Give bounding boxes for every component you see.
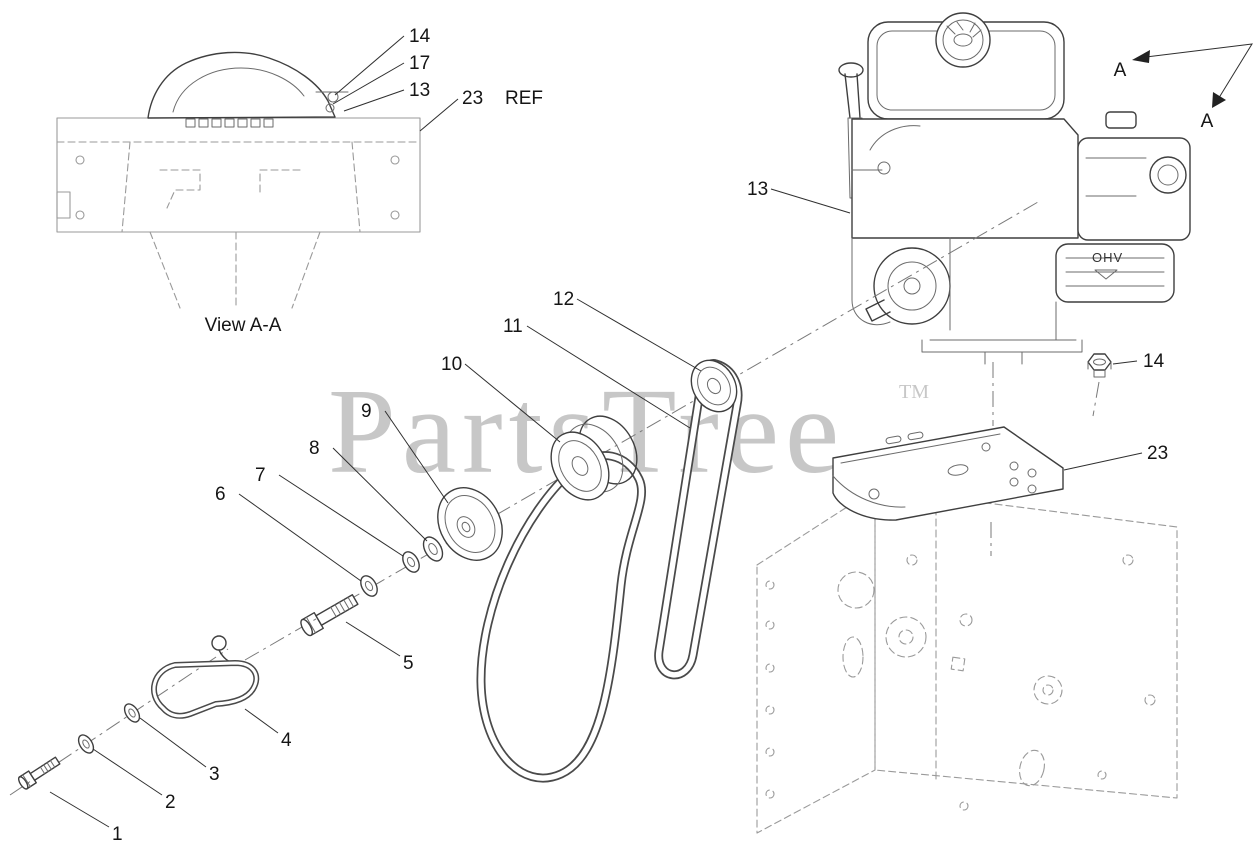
section-arrows: A A <box>1114 43 1253 132</box>
callout-13-cover: 13 <box>343 80 430 112</box>
callout-17: 17 <box>332 53 430 105</box>
svg-text:23: 23 <box>1147 443 1168 464</box>
svg-text:14: 14 <box>409 26 431 47</box>
crankshaft-stub <box>865 299 891 322</box>
washer-3 <box>123 703 141 723</box>
callout-13-engine: 13 <box>747 179 851 214</box>
svg-text:12: 12 <box>553 289 574 310</box>
svg-text:17: 17 <box>409 53 430 74</box>
svg-text:4: 4 <box>281 730 292 751</box>
svg-text:9: 9 <box>361 401 372 422</box>
callout-10: 10 <box>441 354 561 443</box>
dipstick <box>838 62 864 199</box>
callout-4: 4 <box>244 708 292 751</box>
cover-screw-bottom <box>325 103 335 113</box>
callout-5: 5 <box>345 621 414 674</box>
washer-7 <box>402 551 420 573</box>
auger-belt <box>476 451 647 783</box>
shroud-outline <box>56 117 421 309</box>
callout-14-nut: 14 <box>1112 351 1165 372</box>
callout-14-cover: 14 <box>334 26 431 96</box>
callout-6: 6 <box>215 484 362 582</box>
svg-text:13: 13 <box>409 80 430 101</box>
washer-8 <box>422 536 444 562</box>
engine-pulley-10 <box>550 415 638 501</box>
view-aa-label: View A-A <box>205 315 282 336</box>
bolt-1 <box>17 756 61 790</box>
engine-plate <box>832 426 1064 521</box>
callout-8: 8 <box>309 438 428 542</box>
section-label-a-bottom: A <box>1201 111 1214 132</box>
idler-pulley-9 <box>437 487 503 561</box>
brake-pulley-12 <box>690 359 738 413</box>
engine-assembly: OHV <box>838 12 1191 365</box>
svg-text:2: 2 <box>165 792 176 813</box>
decal-arrow-icon <box>1094 269 1118 280</box>
svg-text:13: 13 <box>747 179 768 200</box>
crankcase <box>851 237 951 326</box>
svg-text:14: 14 <box>1143 351 1165 372</box>
engine-studs <box>984 351 1023 365</box>
svg-text:1: 1 <box>112 824 123 845</box>
svg-text:7: 7 <box>255 465 266 486</box>
callout-1: 1 <box>49 791 123 845</box>
svg-text:3: 3 <box>209 764 220 785</box>
belt-guide <box>151 635 260 719</box>
callout-9: 9 <box>361 401 449 504</box>
view-aa-detail: View A-A <box>56 51 421 336</box>
section-arrow-icon <box>1212 92 1226 108</box>
callout-11: 11 <box>503 316 691 429</box>
callout-2: 2 <box>92 748 176 813</box>
ref-label: REF <box>505 88 543 109</box>
hex-nut <box>1087 353 1112 378</box>
svg-text:5: 5 <box>403 653 414 674</box>
washer-6 <box>360 575 378 597</box>
engine-base <box>921 237 1083 353</box>
air-cleaner <box>1077 111 1191 241</box>
svg-text:23: 23 <box>462 88 483 109</box>
svg-text:8: 8 <box>309 438 320 459</box>
ohv-badge: OHV <box>1092 250 1123 265</box>
cover-vents <box>185 118 274 128</box>
svg-text:10: 10 <box>441 354 462 375</box>
svg-text:11: 11 <box>503 316 523 337</box>
section-arrow-icon <box>1132 50 1150 63</box>
blower-housing <box>851 118 1079 239</box>
svg-text:6: 6 <box>215 484 226 505</box>
muffler <box>1055 243 1175 303</box>
watermark-trademark: TM <box>899 381 929 403</box>
section-label-a-top: A <box>1114 60 1127 81</box>
callout-12: 12 <box>553 289 702 372</box>
frame-ghost <box>756 488 1178 834</box>
callout-23-ref: 23 REF <box>419 88 543 132</box>
callout-7: 7 <box>255 465 404 557</box>
callout-3: 3 <box>139 717 220 785</box>
washer-2 <box>77 734 95 754</box>
belt-cover <box>147 51 349 128</box>
bolt-5 <box>300 594 359 637</box>
callouts: 14 17 13 23 REF 13 12 11 10 <box>49 26 1168 845</box>
callout-23-plate: 23 <box>1063 443 1168 471</box>
fuel-cap <box>935 12 991 68</box>
